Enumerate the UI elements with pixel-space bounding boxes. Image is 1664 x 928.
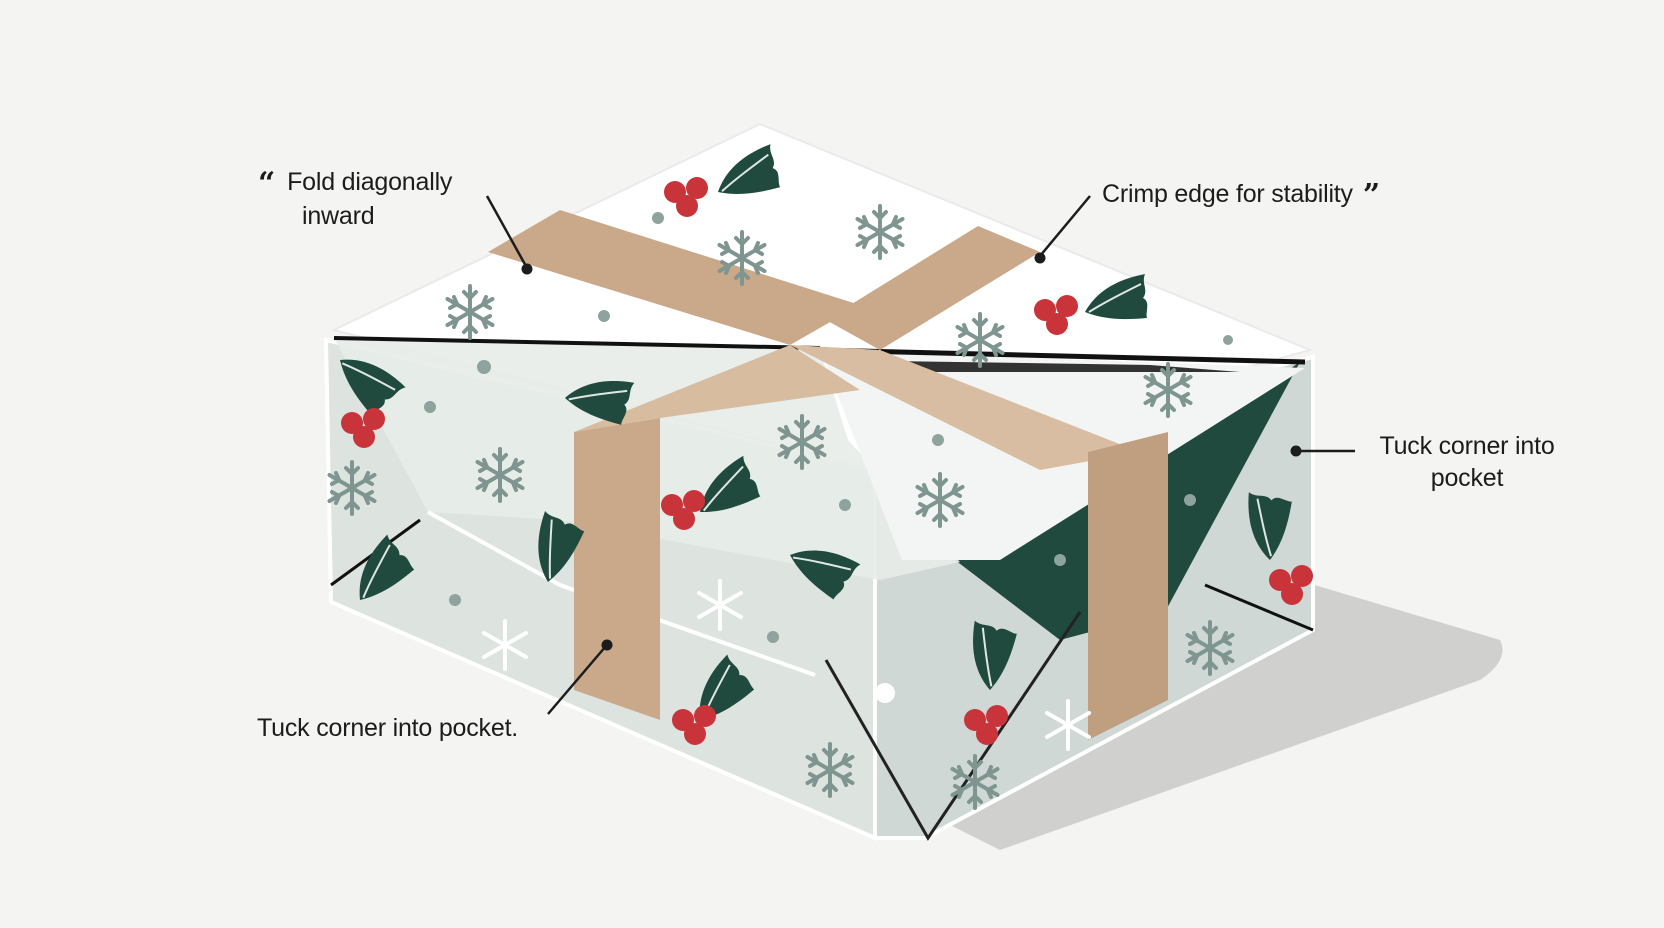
- callout-tuck-corner-right: Tuck corner into pocket: [1379, 432, 1555, 492]
- crease-line: [333, 336, 821, 350]
- ribbon-front-upper: [574, 345, 860, 432]
- dot-pattern: [875, 683, 895, 703]
- box-shadow: [940, 560, 1503, 850]
- crease-line: [427, 510, 816, 677]
- callout-leader-tuck-right: [1290, 445, 1355, 457]
- callout-fold-diagonally: “ Fold diagonally inward: [258, 166, 452, 232]
- ribbon-front: [574, 418, 660, 720]
- callout-leader-tuck-bottom: [547, 639, 613, 715]
- ribbon-side: [1088, 432, 1168, 740]
- callout-fold-line1: Fold diagonally: [287, 168, 453, 196]
- open-quote-icon: “: [258, 166, 276, 201]
- callout-crimp-text: Crimp edge for stability: [1102, 180, 1353, 208]
- callout-leader-crimp: [1034, 195, 1091, 264]
- ribbon-top-mid: [790, 345, 1140, 470]
- crease-line: [828, 360, 1240, 372]
- callout-fold-line2: inward: [302, 202, 375, 230]
- crease-line: [819, 347, 1306, 365]
- callout-crimp-edge: Crimp edge for stability ”: [1102, 178, 1380, 212]
- callout-leader-fold: [485, 195, 533, 275]
- ribbon-top-left: [488, 210, 860, 345]
- ribbon-top-right: [826, 226, 1040, 350]
- close-quote-icon: ”: [1362, 178, 1380, 213]
- dot-pattern: [424, 212, 1233, 643]
- callout-tuck-corner-bottom: Tuck corner into pocket.: [257, 714, 519, 742]
- crease-line: [824, 611, 1082, 841]
- crease-line: [1204, 583, 1314, 632]
